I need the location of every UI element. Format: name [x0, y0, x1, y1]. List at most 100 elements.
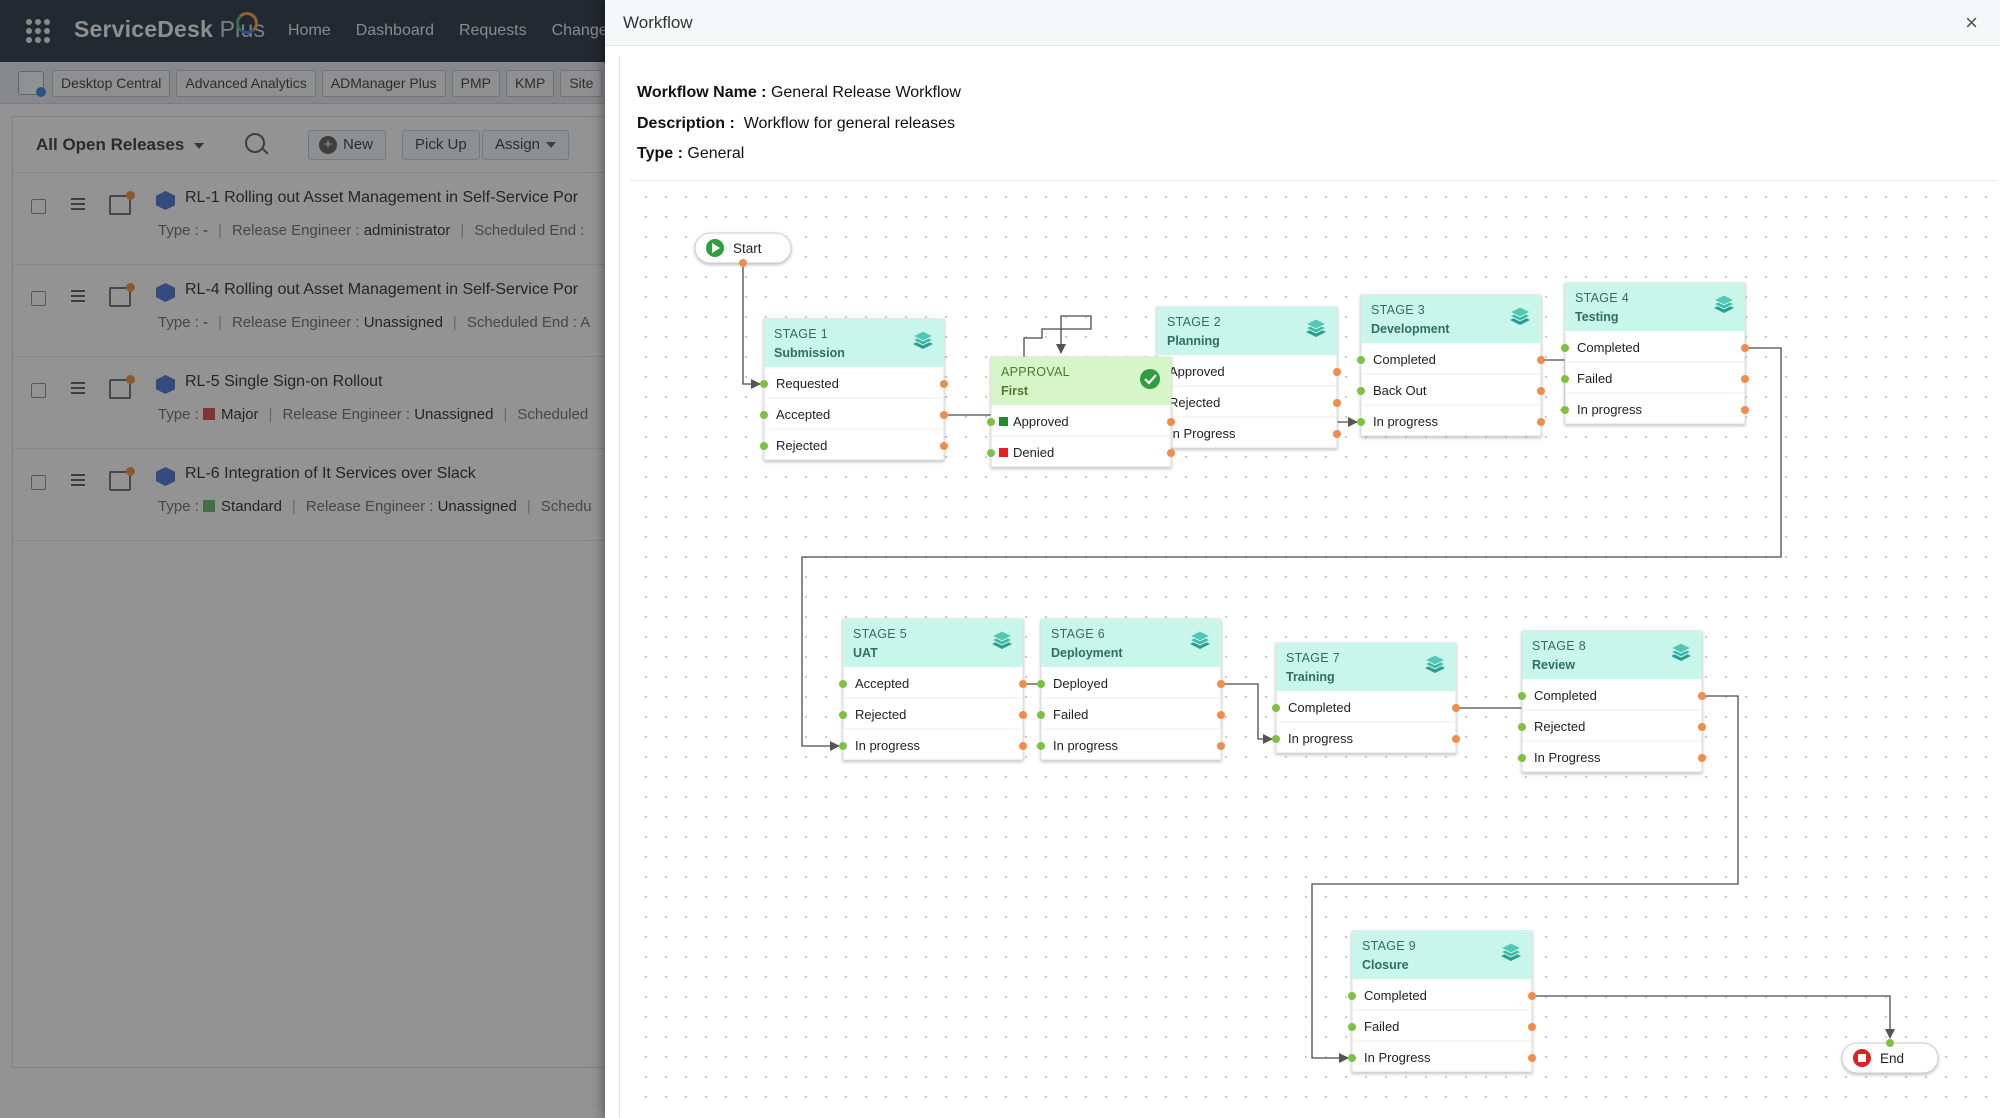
status-label: Rejected — [1169, 395, 1220, 410]
node-header — [1157, 307, 1337, 355]
status-label: Completed — [1288, 700, 1351, 715]
input-port[interactable] — [1357, 387, 1365, 395]
output-port[interactable] — [1019, 711, 1027, 719]
output-port[interactable] — [1217, 742, 1225, 750]
start-label: Start — [733, 241, 762, 256]
output-port[interactable] — [1698, 754, 1706, 762]
connector-s8-s9 — [1311, 695, 1739, 1063]
input-port[interactable] — [1518, 692, 1526, 700]
input-port[interactable] — [1357, 356, 1365, 364]
output-port[interactable] — [1537, 387, 1545, 395]
node-title: STAGE 8 — [1532, 639, 1586, 653]
output-port[interactable] — [1333, 368, 1341, 376]
output-port[interactable] — [1452, 704, 1460, 712]
input-port[interactable] — [760, 442, 768, 450]
input-port[interactable] — [760, 411, 768, 419]
output-port[interactable] — [1167, 449, 1175, 457]
status-label: Rejected — [776, 438, 827, 453]
output-port[interactable] — [739, 259, 747, 267]
stage-node-s1[interactable]: STAGE 1SubmissionRequestedAcceptedReject… — [760, 318, 948, 461]
output-port[interactable] — [940, 442, 948, 450]
status-label: In Progress — [1534, 750, 1601, 765]
layer-top — [1669, 642, 1693, 654]
output-port[interactable] — [1217, 680, 1225, 688]
connector-s3-s4 — [1541, 359, 1570, 415]
input-port[interactable] — [1348, 1023, 1356, 1031]
input-port[interactable] — [1561, 406, 1569, 414]
input-port[interactable] — [987, 449, 995, 457]
output-port[interactable] — [1528, 1023, 1536, 1031]
workflow-dialog: Workflow × Workflow Name : General Relea… — [605, 0, 2000, 1118]
output-port[interactable] — [1333, 430, 1341, 438]
node-subtitle: Closure — [1362, 958, 1409, 972]
node-title: STAGE 1 — [774, 327, 828, 341]
input-port[interactable] — [1037, 742, 1045, 750]
node-header — [1276, 643, 1456, 691]
input-port[interactable] — [839, 742, 847, 750]
status-color-icon — [999, 417, 1008, 426]
output-port[interactable] — [940, 411, 948, 419]
input-port[interactable] — [1518, 754, 1526, 762]
play-icon — [712, 243, 720, 253]
input-port[interactable] — [839, 711, 847, 719]
output-port[interactable] — [1452, 735, 1460, 743]
input-port[interactable] — [839, 680, 847, 688]
node-subtitle: Development — [1371, 322, 1450, 336]
output-port[interactable] — [940, 380, 948, 388]
input-port[interactable] — [1518, 723, 1526, 731]
output-port[interactable] — [1537, 356, 1545, 364]
output-port[interactable] — [1741, 344, 1749, 352]
output-port[interactable] — [1333, 399, 1341, 407]
close-icon[interactable]: × — [1965, 10, 1978, 35]
input-port[interactable] — [1561, 344, 1569, 352]
output-port[interactable] — [1528, 1054, 1536, 1062]
node-header — [1565, 283, 1745, 331]
input-port[interactable] — [1037, 711, 1045, 719]
input-port[interactable] — [987, 418, 995, 426]
output-port[interactable] — [1698, 723, 1706, 731]
output-port[interactable] — [1741, 375, 1749, 383]
start-node[interactable]: Start — [694, 232, 792, 267]
input-port[interactable] — [1561, 375, 1569, 383]
node-title: STAGE 2 — [1167, 315, 1221, 329]
input-port[interactable] — [1037, 680, 1045, 688]
status-label: In progress — [855, 738, 921, 753]
description-value: Workflow for general releases — [743, 114, 956, 132]
output-port[interactable] — [1217, 711, 1225, 719]
status-label: Back Out — [1373, 383, 1427, 398]
end-node[interactable]: End — [1841, 1039, 1939, 1074]
node-title: STAGE 5 — [853, 627, 907, 641]
connector-s4-s5 — [801, 347, 1782, 751]
status-label: Failed — [1364, 1019, 1399, 1034]
input-port[interactable] — [1886, 1039, 1894, 1047]
stop-icon — [1858, 1054, 1866, 1062]
input-port[interactable] — [760, 380, 768, 388]
node-title: STAGE 9 — [1362, 939, 1416, 953]
output-port[interactable] — [1019, 680, 1027, 688]
input-port[interactable] — [1272, 704, 1280, 712]
status-label: Failed — [1577, 371, 1612, 386]
output-port[interactable] — [1698, 692, 1706, 700]
modal-backdrop[interactable] — [0, 0, 610, 1118]
input-port[interactable] — [1272, 735, 1280, 743]
output-port[interactable] — [1741, 406, 1749, 414]
output-port[interactable] — [1537, 418, 1545, 426]
input-port[interactable] — [1357, 418, 1365, 426]
output-port[interactable] — [1528, 992, 1536, 1000]
output-port[interactable] — [1019, 742, 1027, 750]
input-port[interactable] — [1348, 1054, 1356, 1062]
layer-top — [911, 330, 935, 342]
input-port[interactable] — [1348, 992, 1356, 1000]
check-circle-icon — [1140, 369, 1160, 389]
output-port[interactable] — [1167, 418, 1175, 426]
